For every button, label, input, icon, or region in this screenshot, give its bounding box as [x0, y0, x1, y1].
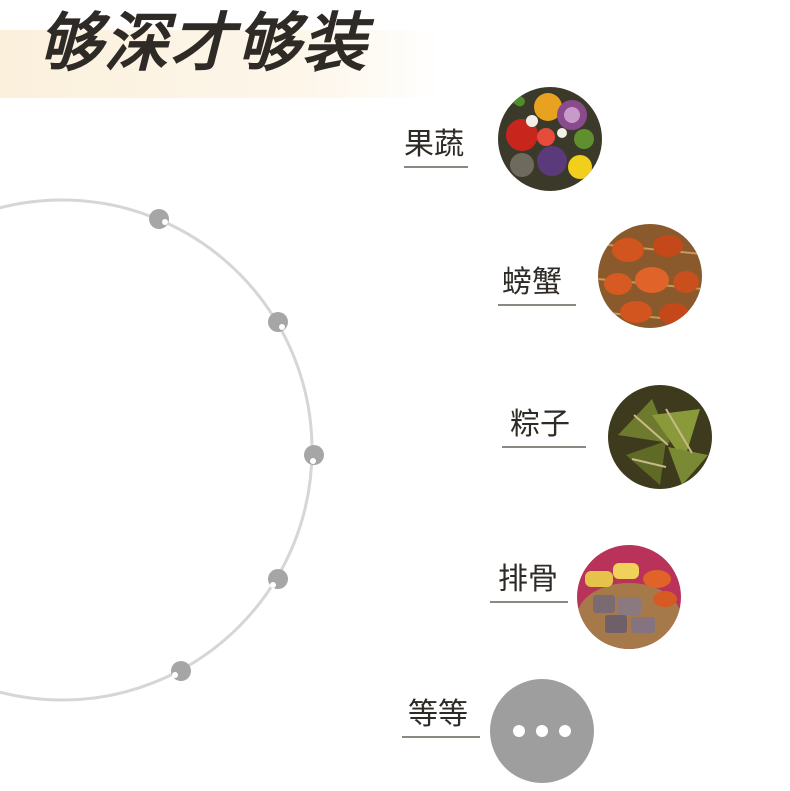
orbit-node [304, 445, 324, 465]
label-underline [490, 601, 568, 603]
orbit-node [171, 661, 191, 681]
label-underline [404, 166, 468, 168]
orbit-ring [0, 198, 314, 702]
title-banner [0, 30, 440, 98]
label-underline [402, 736, 480, 738]
category-label-ribs: 排骨 [498, 562, 558, 597]
page-title: 够深才够装 [38, 6, 368, 81]
more-button[interactable] [490, 679, 594, 783]
orbit-node [268, 312, 288, 332]
crabs-photo [598, 224, 702, 328]
label-underline [498, 304, 576, 306]
orbit-node [149, 209, 169, 229]
label-underline [502, 446, 586, 448]
category-label-vegetables: 果蔬 [404, 127, 464, 162]
category-label-crabs: 螃蟹 [502, 265, 562, 300]
orbit-node [268, 569, 288, 589]
category-label-zongzi: 粽子 [510, 407, 570, 442]
vegetables-photo [498, 87, 602, 191]
category-label-etc: 等等 [408, 697, 468, 732]
zongzi-photo [608, 385, 712, 489]
ribs-photo [577, 545, 681, 649]
